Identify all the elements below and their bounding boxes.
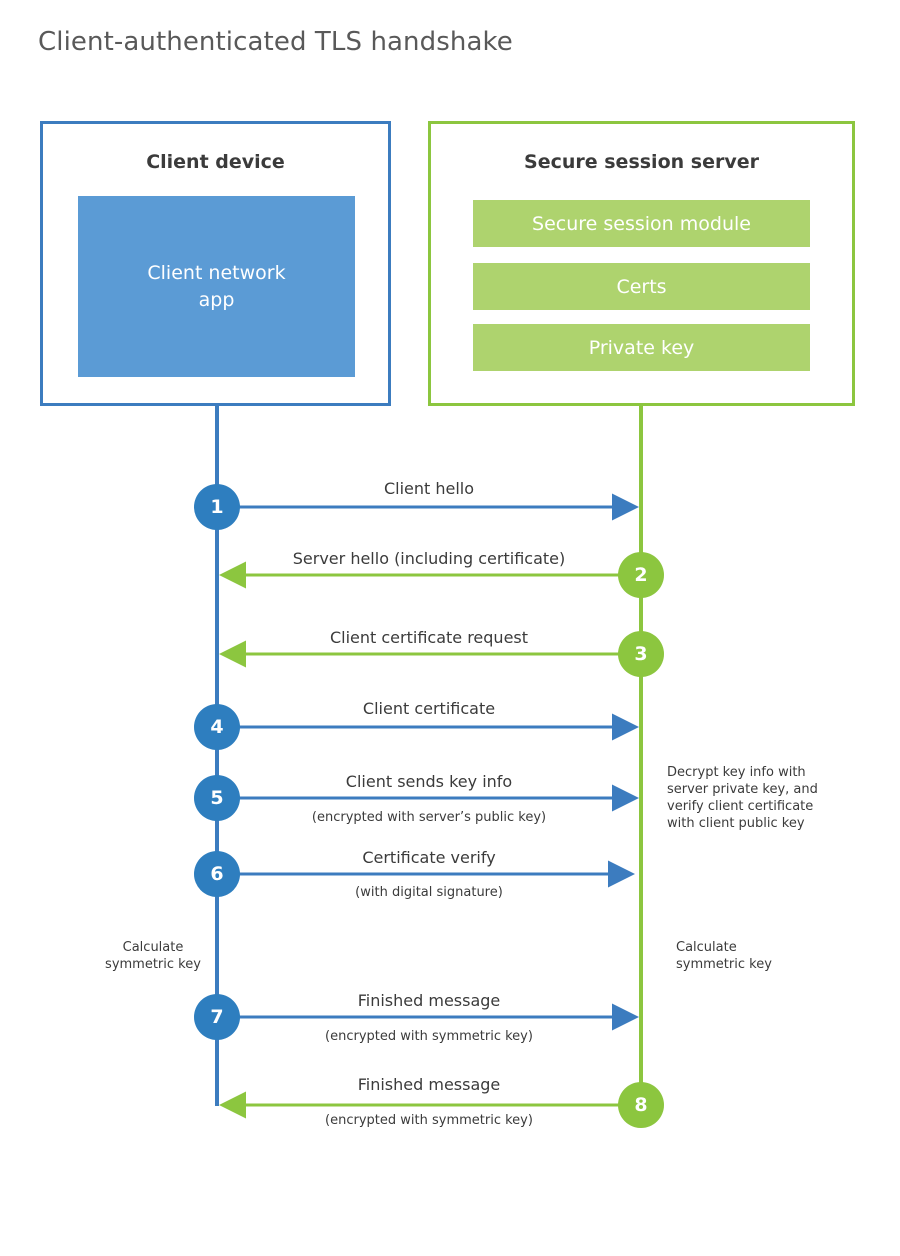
step-marker-5[interactable]: 5 [194, 775, 240, 821]
secure-session-server-title: Secure session server [524, 151, 759, 173]
client-network-app-label-line2: app [198, 288, 235, 311]
note-server-decrypt: Decrypt key info with server private key… [667, 764, 842, 832]
step-label-1: Client hello [383, 479, 475, 498]
server-component-private-key: Private key [473, 324, 810, 371]
step-marker-4[interactable]: 4 [194, 704, 240, 750]
step-sublabel-5: (encrypted with server’s public key) [311, 810, 547, 825]
step-sublabel-6: (with digital signature) [355, 885, 503, 900]
note-server-calc-line-2: symmetric key [676, 957, 772, 972]
client-network-app-label-line1: Client network [147, 261, 286, 284]
step-label-7: Finished message [357, 991, 501, 1010]
note-client-calc-line-1: Calculate [122, 940, 184, 955]
server-component-secure-session-module: Secure session module [473, 200, 810, 247]
step-label-5: Client sends key info [345, 772, 513, 791]
client-network-app-block: Client network app [78, 196, 355, 377]
step-marker-1[interactable]: 1 [194, 484, 240, 530]
server-lifeline [639, 405, 643, 1106]
step-label-4: Client certificate [362, 699, 496, 718]
page-title: Client-authenticated TLS handshake [38, 27, 513, 57]
note-server-decrypt-line-2: server private key, and [667, 782, 818, 797]
note-client-calculate-symmetric-key: Calculate symmetric key [83, 939, 223, 973]
note-server-decrypt-line-3: verify client certificate [667, 799, 814, 814]
client-device-title: Client device [146, 151, 285, 173]
step-marker-3[interactable]: 3 [618, 631, 664, 677]
step-marker-7[interactable]: 7 [194, 994, 240, 1040]
step-marker-8[interactable]: 8 [618, 1082, 664, 1128]
step-sublabel-8: (encrypted with symmetric key) [325, 1113, 533, 1128]
note-client-calc-line-2: symmetric key [105, 957, 201, 972]
note-server-decrypt-line-1: Decrypt key info with [667, 765, 806, 780]
step-marker-2[interactable]: 2 [618, 552, 664, 598]
step-label-2: Server hello (including certificate) [292, 549, 566, 568]
step-label-8: Finished message [357, 1075, 501, 1094]
step-sublabel-7: (encrypted with symmetric key) [325, 1029, 533, 1044]
note-server-calc-line-1: Calculate [676, 940, 737, 955]
client-lifeline [215, 405, 219, 1106]
step-marker-6[interactable]: 6 [194, 851, 240, 897]
note-server-decrypt-line-4: with client public key [667, 816, 805, 831]
note-server-calculate-symmetric-key: Calculate symmetric key [676, 939, 826, 973]
server-component-certs: Certs [473, 263, 810, 310]
step-label-3: Client certificate request [329, 628, 529, 647]
step-label-6: Certificate verify [362, 848, 496, 867]
